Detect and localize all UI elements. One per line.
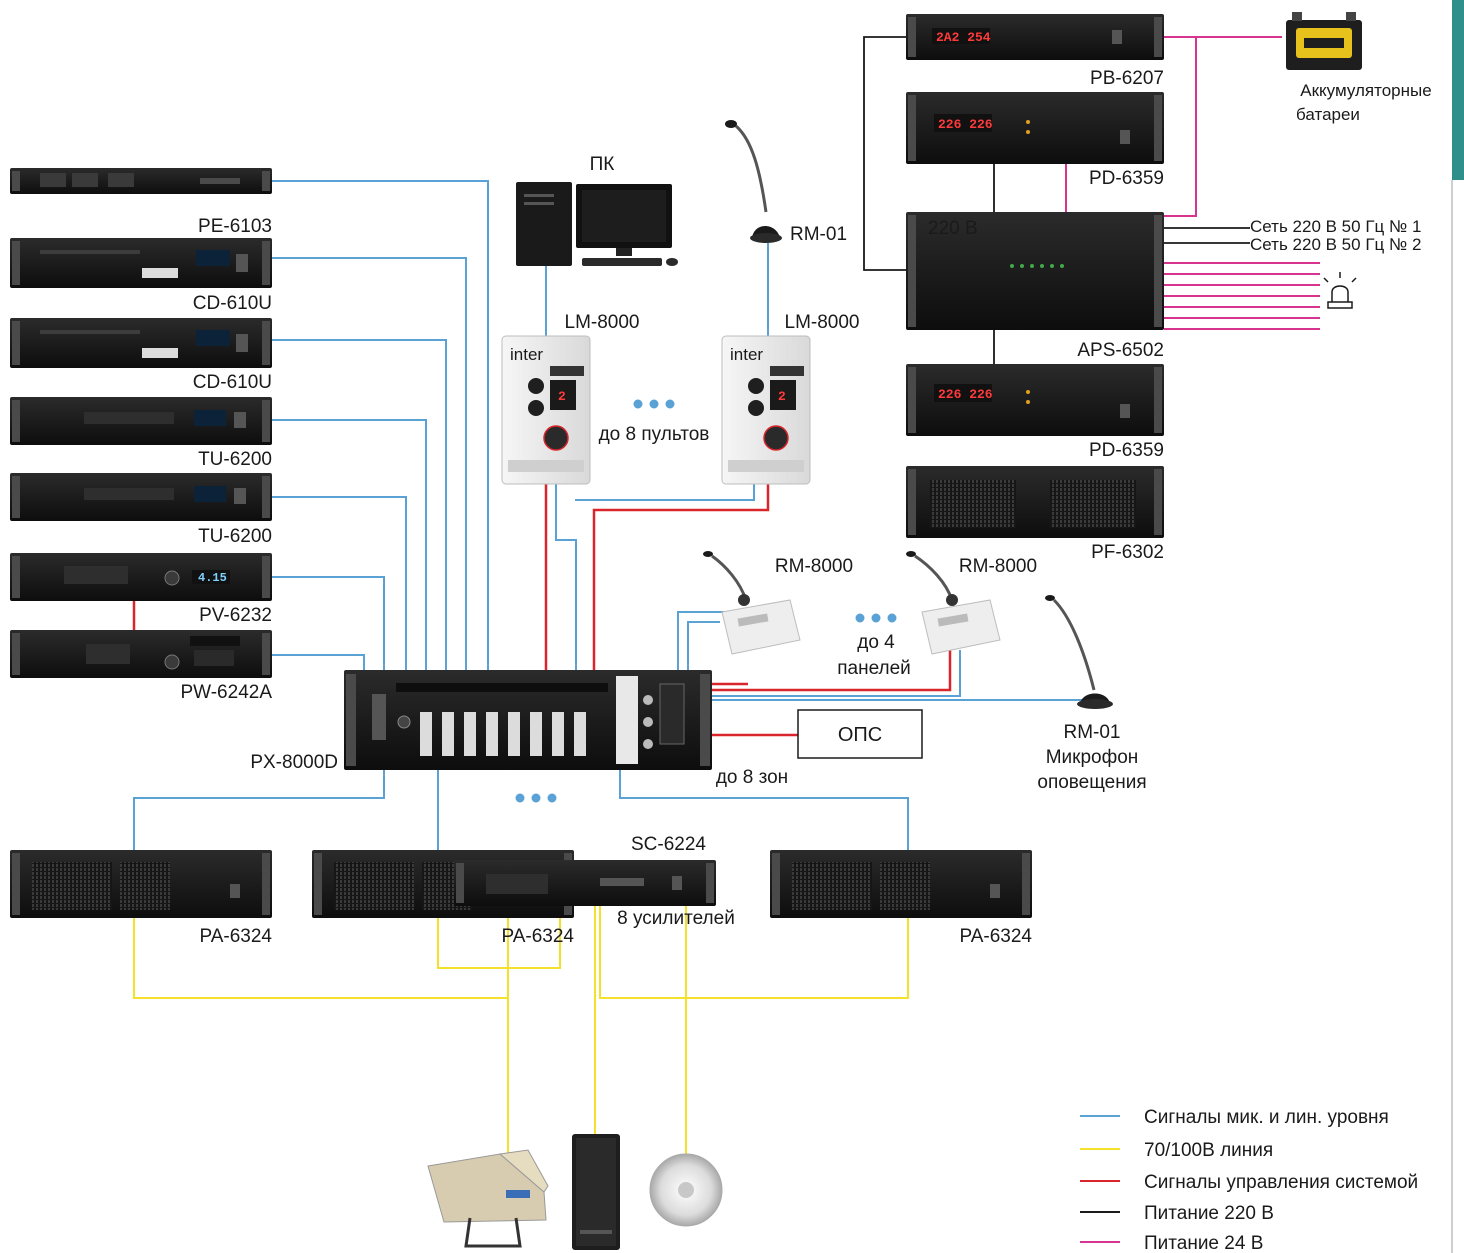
legend-label-power24: Питание 24 В bbox=[1144, 1233, 1263, 1253]
label-rm8000-2: RM-8000 bbox=[959, 556, 1037, 577]
device-tu6200-1 bbox=[10, 397, 272, 445]
label-pf6302: PF-6302 bbox=[1091, 542, 1164, 563]
label-pv6232: PV-6232 bbox=[199, 605, 272, 626]
label-lm-count: до 8 пультов bbox=[599, 424, 710, 445]
device-pb6207: 2A2 254 bbox=[906, 14, 1164, 60]
label-battery-1: Аккумуляторные bbox=[1300, 81, 1431, 100]
label-rm01-top: RM-01 bbox=[790, 224, 847, 245]
ellipsis-icon-zones bbox=[516, 794, 557, 803]
label-pa6324-2: PA-6324 bbox=[501, 926, 574, 947]
legend: Сигналы мик. и лин. уровня 70/100В линия… bbox=[1080, 1107, 1418, 1253]
device-pd6359-1: 226 226 bbox=[906, 92, 1164, 164]
label-pw6242a: PW-6242A bbox=[180, 682, 272, 703]
device-lm8000-1: inter 2 bbox=[502, 336, 590, 484]
label-pd6359-1: PD-6359 bbox=[1089, 168, 1164, 189]
device-aps6502: 220 В bbox=[906, 212, 1164, 330]
label-amps-count: 8 усилителей bbox=[617, 908, 735, 929]
legend-label-power220: Питание 220 В bbox=[1144, 1203, 1274, 1224]
ceiling-speaker-icon bbox=[650, 1154, 722, 1226]
battery-icon bbox=[1286, 12, 1362, 70]
label-mains-2: Сеть 220 В 50 Гц № 2 bbox=[1250, 235, 1421, 254]
label-mains-1: Сеть 220 В 50 Гц № 1 bbox=[1250, 217, 1421, 236]
legend-label-signal: Сигналы мик. и лин. уровня bbox=[1144, 1107, 1389, 1128]
label-pb6207: PB-6207 bbox=[1090, 68, 1164, 89]
legend-label-100v: 70/100В линия bbox=[1144, 1140, 1273, 1161]
horn-speaker-icon bbox=[428, 1150, 548, 1246]
label-pe6103: PE-6103 bbox=[198, 216, 272, 237]
label-lm8000-1: LM-8000 bbox=[565, 312, 640, 333]
svg-text:inter: inter bbox=[510, 345, 543, 364]
ops-box: ОПС bbox=[798, 710, 922, 758]
svg-text:inter: inter bbox=[730, 345, 763, 364]
svg-text:4.15: 4.15 bbox=[198, 571, 227, 585]
label-rm-count-1: до 4 bbox=[857, 632, 895, 653]
device-pe6103 bbox=[10, 168, 272, 194]
label-px8000d: PX-8000D bbox=[250, 752, 338, 773]
device-cd610u-2 bbox=[10, 318, 272, 368]
label-lm8000-2: LM-8000 bbox=[785, 312, 860, 333]
device-pd6359-2: 226 226 bbox=[906, 364, 1164, 436]
label-cd610u-1: CD-610U bbox=[193, 293, 272, 314]
label-pc: ПК bbox=[590, 154, 615, 175]
label-rm-count-2: панелей bbox=[837, 658, 911, 679]
device-pa6324-3 bbox=[770, 850, 1032, 918]
label-aps6502: APS-6502 bbox=[1077, 340, 1164, 361]
svg-text:2: 2 bbox=[558, 389, 566, 404]
microphone-icon-rm01-bottom bbox=[1045, 595, 1113, 709]
svg-text:226 226: 226 226 bbox=[938, 117, 993, 132]
column-speaker-icon bbox=[572, 1134, 620, 1250]
legend-label-control: Сигналы управления системой bbox=[1144, 1172, 1418, 1193]
label-rm01-bottom-1: RM-01 bbox=[1063, 722, 1120, 743]
label-rm8000-1: RM-8000 bbox=[775, 556, 853, 577]
label-ops: ОПС bbox=[838, 724, 882, 746]
svg-text:2A2 254: 2A2 254 bbox=[936, 30, 991, 45]
pc-icon bbox=[516, 182, 678, 266]
device-pf6302 bbox=[906, 466, 1164, 538]
device-pa6324-1 bbox=[10, 850, 272, 918]
label-battery-2: батареи bbox=[1296, 105, 1360, 124]
label-aps-volt: 220 В bbox=[928, 218, 978, 239]
device-sc6224 bbox=[454, 860, 716, 906]
ellipsis-icon-rm bbox=[856, 614, 897, 623]
page-edge-bar bbox=[1452, 0, 1464, 1253]
ellipsis-icon-lm bbox=[634, 400, 675, 409]
label-tu6200-2: TU-6200 bbox=[198, 526, 272, 547]
label-tu6200-1: TU-6200 bbox=[198, 449, 272, 470]
device-px8000d bbox=[344, 670, 712, 770]
svg-text:2: 2 bbox=[778, 389, 786, 404]
label-sc6224: SC-6224 bbox=[631, 834, 706, 855]
label-rm01-bottom-2: Микрофон bbox=[1046, 747, 1139, 768]
device-pv6232: 4.15 bbox=[10, 553, 272, 601]
device-tu6200-2 bbox=[10, 473, 272, 521]
label-cd610u-2: CD-610U bbox=[193, 372, 272, 393]
svg-text:226 226: 226 226 bbox=[938, 387, 993, 402]
device-pw6242a bbox=[10, 630, 272, 678]
label-pa6324-3: PA-6324 bbox=[959, 926, 1032, 947]
label-pd6359-2: PD-6359 bbox=[1089, 440, 1164, 461]
device-lm8000-2: inter 2 bbox=[722, 336, 810, 484]
label-pa6324-1: PA-6324 bbox=[199, 926, 272, 947]
label-rm01-bottom-3: оповещения bbox=[1037, 772, 1146, 793]
label-zones: до 8 зон bbox=[716, 767, 788, 788]
microphone-icon-rm01-top bbox=[725, 120, 782, 243]
device-cd610u-1 bbox=[10, 238, 272, 288]
alarm-light-icon bbox=[1324, 272, 1356, 308]
